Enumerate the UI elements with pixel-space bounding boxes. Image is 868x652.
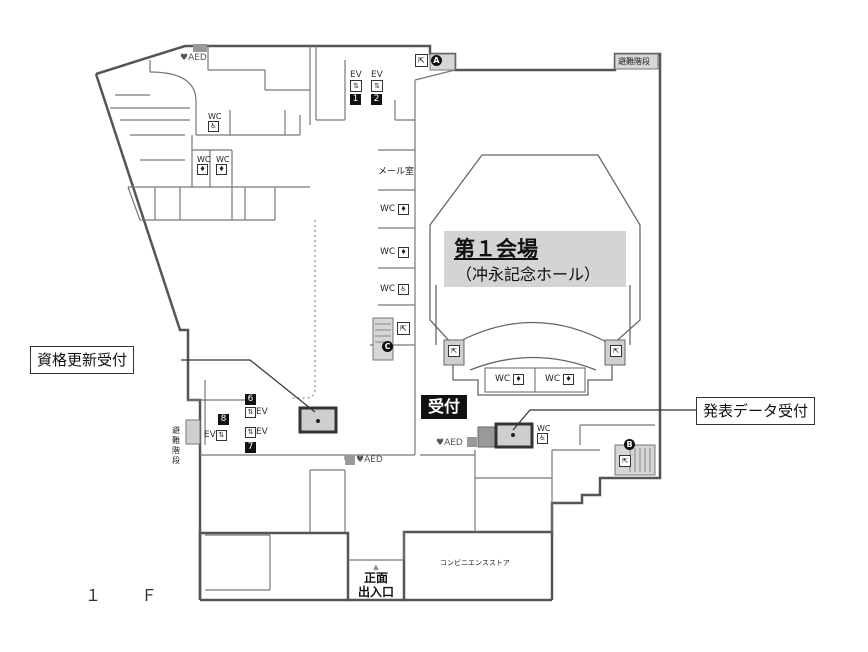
elevator-1: EV ⇅ 1 [350, 70, 362, 105]
aed-label-mid: ♥AED [356, 455, 383, 465]
aed-box-right [467, 437, 477, 447]
toilet-icon: ♦ [216, 164, 227, 175]
lobby-boundary [290, 220, 316, 399]
accessible-toilet-icon: ♿ [537, 433, 548, 444]
toilet-icon: ♦ [398, 204, 410, 215]
wc-label: WC [380, 247, 396, 257]
callout-qualification-renewal: 資格更新受付 [30, 346, 135, 374]
aed-heart-icon: ♥ [180, 53, 189, 63]
aed-box-top [193, 44, 207, 52]
entrance-line-2: 出入口 [357, 585, 394, 599]
entrance-line-1: 正面 [363, 571, 388, 585]
marker-a-badge: A [430, 55, 442, 66]
elevator-number-7: 7 [245, 442, 256, 453]
marker-c-badge: C [382, 341, 393, 352]
aed-heart-icon: ♥ [436, 438, 445, 448]
mail-room-label: メール室 [378, 167, 415, 177]
elevator-number-1: 1 [350, 94, 361, 105]
inner-walls [110, 46, 655, 591]
wc-label: WC [537, 424, 551, 433]
wc-left-2: WC ♦ [216, 155, 230, 175]
main-entrance-label: ▲ 正面 出入口 [348, 563, 404, 599]
elevator-number-2: 2 [371, 94, 382, 105]
wc-label: WC [495, 374, 511, 384]
elevator-icon: ⇅ [245, 427, 256, 438]
aed-label-top: ♥AED [180, 53, 207, 63]
stairs-top-right [614, 53, 659, 70]
toilet-icon: ♦ [513, 374, 525, 385]
callout-line-presentation [512, 409, 696, 431]
wc-label: WC [197, 155, 211, 164]
wc-label: WC [380, 284, 396, 294]
marker-b-badge: B [624, 439, 635, 450]
qualification-desk-dot [316, 419, 320, 423]
wc-label: WC [216, 155, 230, 164]
wc-left-1: WC ♦ [197, 155, 211, 175]
hall-wc-1: WC ♦ [495, 374, 525, 385]
emergency-stairs-label-top: 避難階段 [618, 57, 650, 66]
emergency-exit-icon: ⇱ [610, 345, 622, 357]
wc-accessible-reception: WC ♿ [537, 424, 551, 444]
toilet-icon: ♦ [563, 374, 575, 385]
stairs-left [185, 419, 201, 445]
hall-wc-2: WC ♦ [545, 374, 575, 385]
callout-presentation-data: 発表データ受付 [696, 397, 816, 425]
elevator-6: ⇅EV [245, 407, 268, 418]
wc-column-3: WC ♿ [380, 284, 410, 295]
accessible-toilet-icon: ♿ [208, 121, 219, 132]
wc-label: WC [545, 374, 561, 384]
convenience-store-label: コンビニエンスストア [440, 559, 510, 567]
elevator-number-8: 8 [218, 414, 229, 425]
elevator-7: ⇅EV [245, 427, 268, 438]
emergency-exit-icon: ⇱ [397, 322, 410, 335]
toilet-icon: ♦ [398, 247, 410, 258]
presentation-desk-dot [511, 433, 515, 437]
hall-label-box: 第１会場 （冲永記念ホール） [444, 231, 626, 287]
exit-marker-a: ⇱ A [415, 54, 442, 67]
entrance-arrow-icon: ▲ [373, 563, 379, 571]
emergency-exit-icon: ⇱ [448, 345, 460, 357]
aed-box-mid [345, 455, 355, 465]
hall-subtitle: （冲永記念ホール） [456, 265, 601, 284]
aed-label-right: ♥AED [436, 438, 463, 448]
elevator-number-6: 6 [245, 394, 256, 405]
elevator-2: EV ⇅ 2 [371, 70, 383, 105]
elevator-8: EV⇅ [204, 430, 227, 441]
stairs-b-steps [629, 448, 651, 472]
reception-label: 受付 [421, 395, 468, 419]
elevator-icon: ⇅ [215, 430, 227, 441]
emergency-exit-icon: ⇱ [619, 455, 631, 467]
wc-column-2: WC ♦ [380, 247, 410, 258]
emergency-stairs-label-left: 避 難 階 段 [172, 426, 180, 465]
callout-line-qualification [181, 359, 316, 413]
elevator-icon: ⇅ [245, 407, 256, 418]
elevator-icon: ⇅ [371, 80, 383, 92]
accessible-toilet-icon: ♿ [398, 284, 410, 295]
toilet-icon: ♦ [197, 164, 208, 175]
wc-accessible-top: WC ♿ [208, 112, 222, 132]
emergency-exit-icon: ⇱ [415, 54, 428, 67]
elevator-2-label: EV [371, 70, 383, 80]
wc-label: WC [380, 204, 396, 214]
hall-title: 第１会場 [454, 237, 538, 261]
elevator-icon: ⇅ [350, 80, 362, 92]
auditorium [429, 154, 641, 396]
elevator-1-label: EV [350, 70, 362, 80]
floor-label: １ Ｆ [85, 586, 170, 605]
wc-column-1: WC ♦ [380, 204, 410, 215]
aed-heart-icon: ♥ [356, 455, 365, 465]
wc-label: WC [208, 112, 222, 121]
